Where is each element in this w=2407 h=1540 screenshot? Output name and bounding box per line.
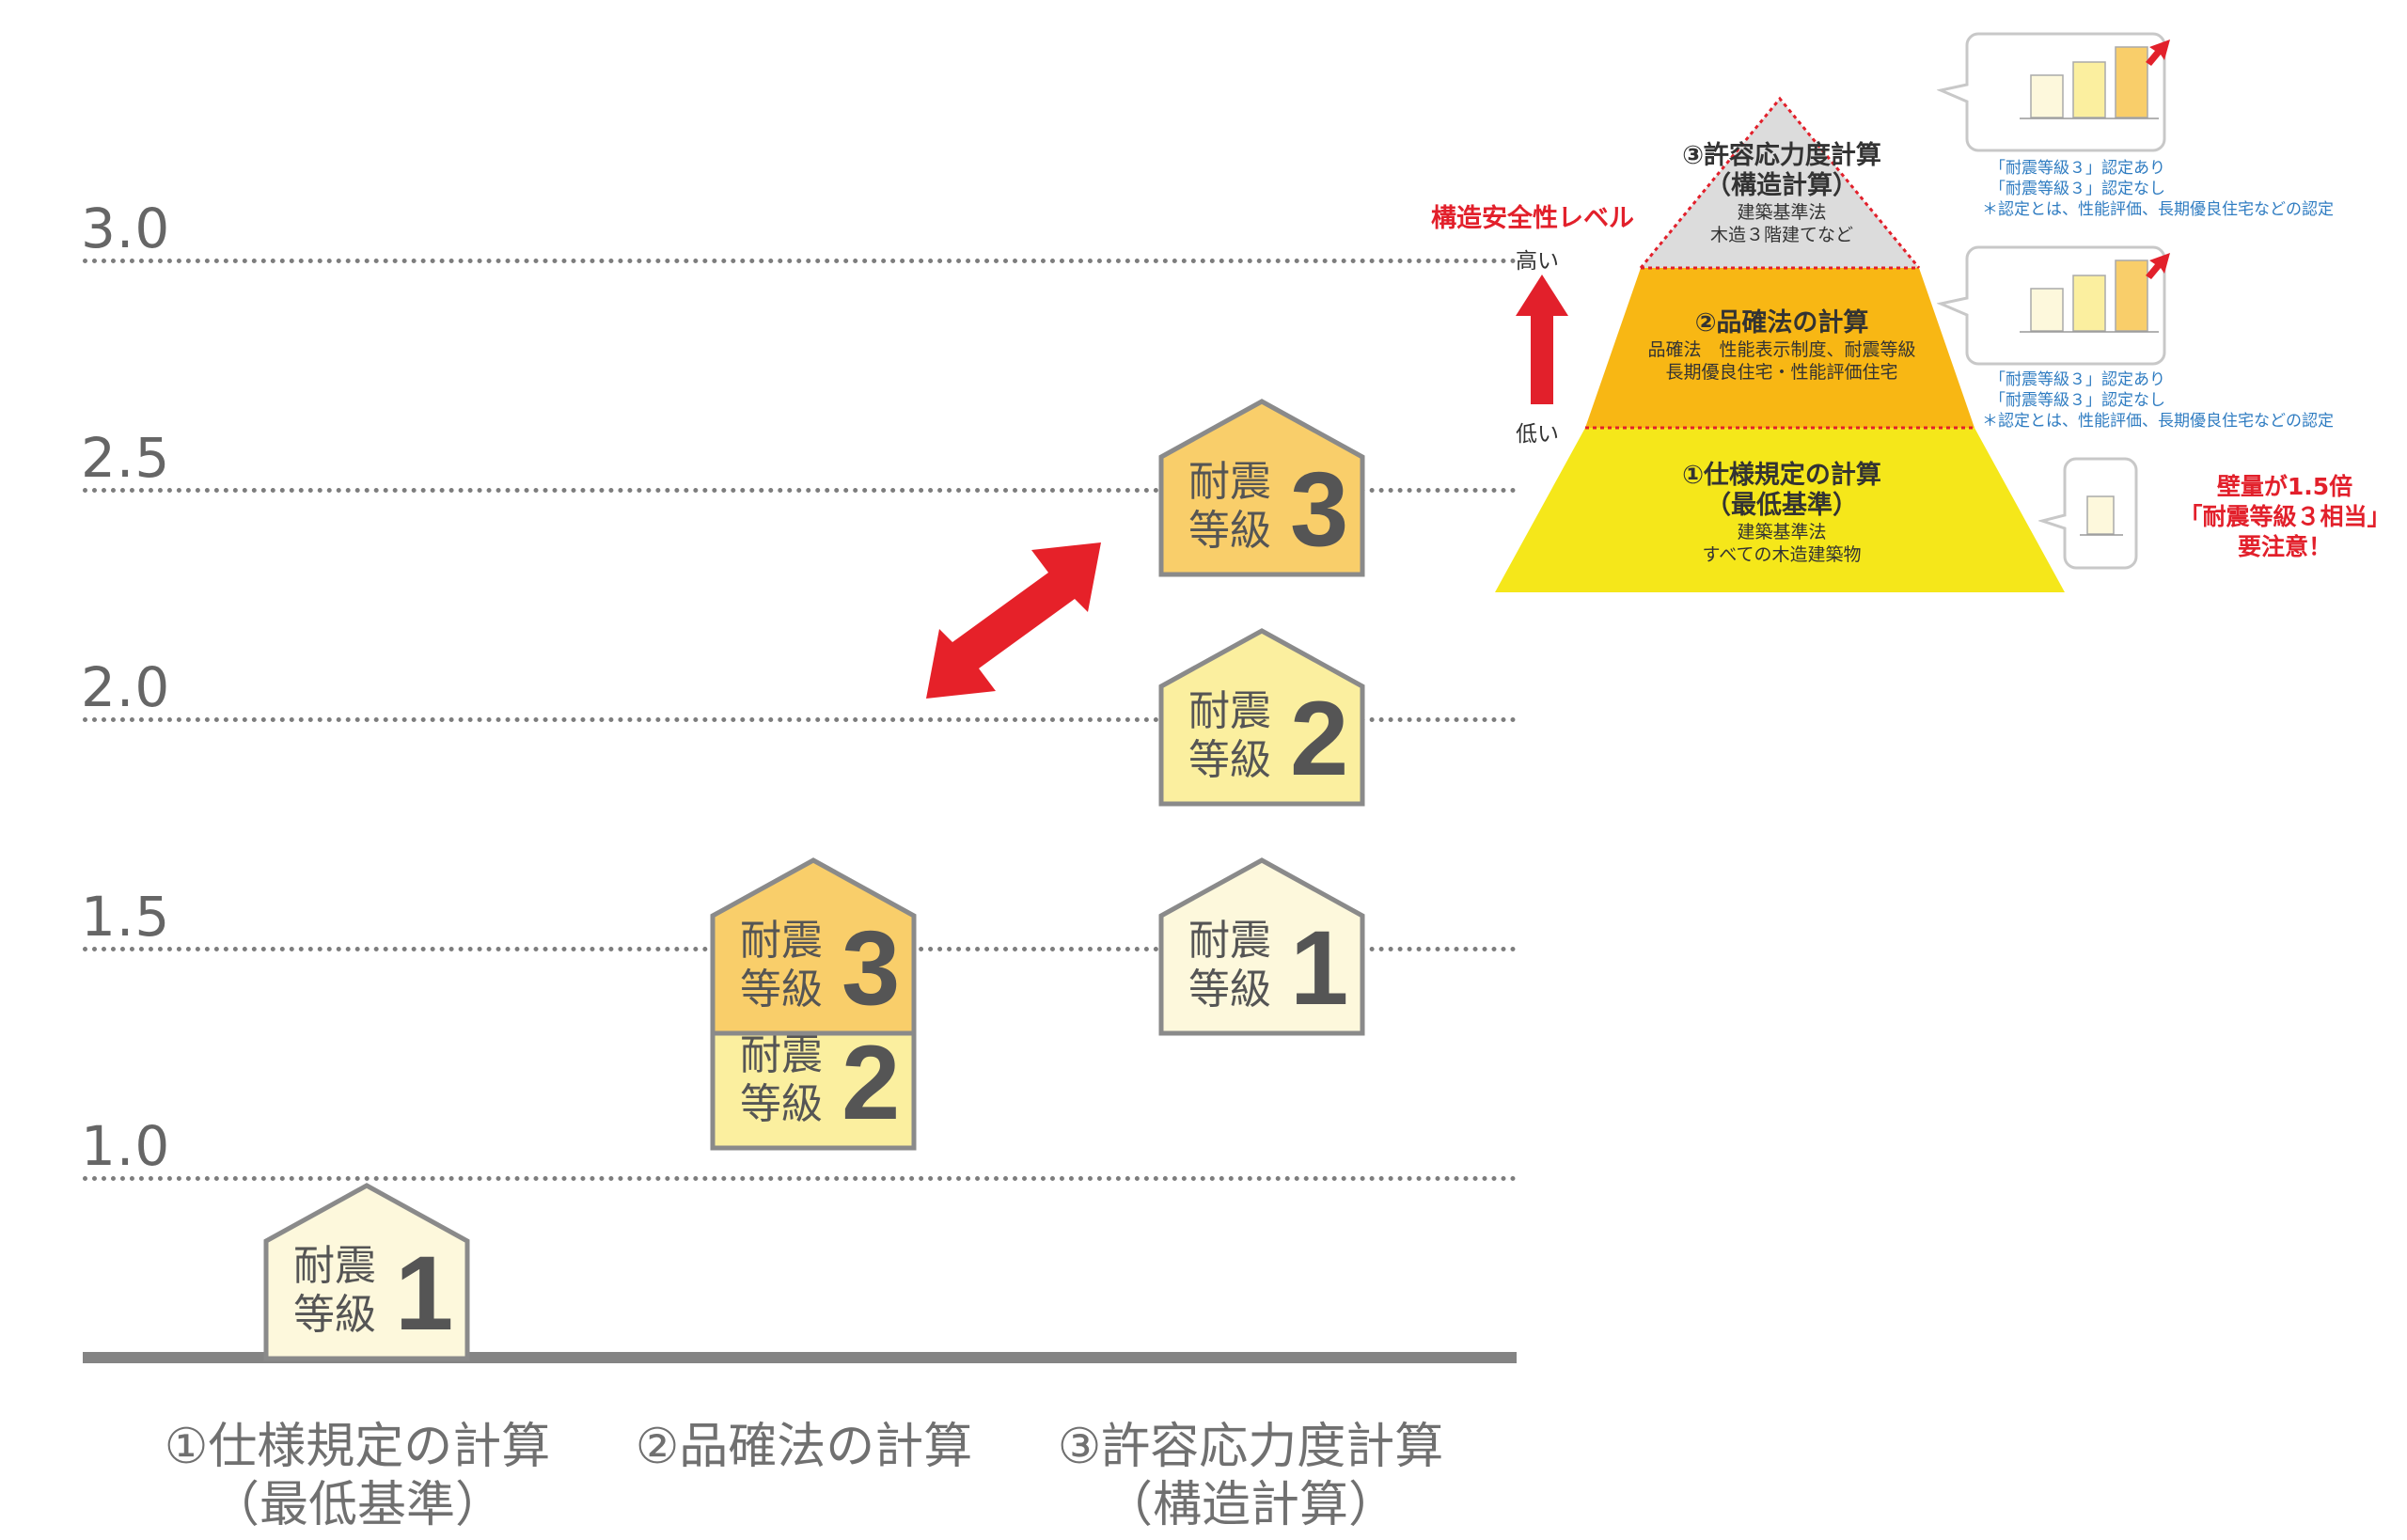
pyramid-tier-bottom: ①仕様規定の計算 （最低基準） 建築基準法 すべての木造建築物 — [1627, 461, 1937, 566]
safety-level-label: 構造安全性レベル — [1431, 204, 1634, 233]
note-line: 「耐震等級３」認定なし — [1990, 180, 2165, 198]
bubble-note: 「耐震等級３」認定あり 「耐震等級３」認定なし ＊認定とは、性能評価、長期優良住… — [1982, 158, 2334, 220]
gridline — [83, 1176, 1517, 1181]
house-label-bottom: 等級 — [1188, 966, 1271, 1014]
tier-title: （最低基準） — [1706, 491, 1858, 520]
house-grade-number: 3 — [842, 909, 901, 1027]
category-label-line2: （構造計算） — [1103, 1477, 1397, 1533]
house-shape — [1158, 857, 1365, 1036]
bubble-note: 「耐震等級３」認定あり 「耐震等級３」認定なし ＊認定とは、性能評価、長期優良住… — [1982, 369, 2334, 432]
house-shape — [1158, 628, 1365, 807]
house-shape — [710, 857, 917, 1036]
y-tick-label: 1.5 — [81, 885, 171, 949]
house-grade-number: 2 — [842, 1024, 901, 1141]
warning-line: 「耐震等級３相当」 — [2179, 503, 2391, 530]
house-grade-number: 3 — [1290, 450, 1349, 568]
house-shape — [263, 1183, 470, 1361]
tier-title: ①仕様規定の計算 — [1682, 461, 1881, 490]
speech-bubble — [1937, 245, 2170, 366]
house-label-bottom: 等級 — [1188, 736, 1271, 784]
tier-sub: 建築基準法 — [1737, 522, 1827, 542]
pyramid-tier-middle: ②品確法の計算 品確法 性能表示制度、耐震等級 長期優良住宅・性能評価住宅 — [1627, 308, 1937, 384]
category-label-line2: （最低基準） — [210, 1477, 504, 1533]
double-arrow-icon — [926, 542, 1101, 699]
house-label-top: 耐震 — [1188, 458, 1271, 506]
speech-bubble — [1937, 32, 2170, 152]
speech-bubble — [2038, 457, 2138, 570]
warning-line: 要注意！ — [2237, 533, 2332, 560]
house-mark-grade-3: 耐震等級 3 — [1158, 399, 1365, 577]
y-tick-label: 2.5 — [81, 426, 171, 490]
house-shape — [1158, 399, 1365, 577]
y-tick-label: 2.0 — [81, 655, 171, 719]
category-label-line1: ②品確法の計算 — [635, 1419, 973, 1475]
house-grade-number: 1 — [1290, 909, 1349, 1027]
house-label-top: 耐震 — [740, 1031, 823, 1079]
up-arrow-icon — [1516, 275, 1568, 404]
house-label-top: 耐震 — [293, 1242, 376, 1290]
note-line: 「耐震等級３」認定なし — [1990, 391, 2165, 410]
house-mark-grade-1: 耐震等級 1 — [1158, 857, 1365, 1036]
tier-sub: 品確法 性能表示制度、耐震等級 — [1647, 339, 1916, 360]
tier-title: ②品確法の計算 — [1694, 308, 1869, 338]
tier-title: （構造計算） — [1706, 171, 1858, 200]
warning-note: 壁量が1.5倍 「耐震等級３相当」 要注意！ — [2163, 472, 2407, 562]
note-line: 「耐震等級３」認定あり — [1990, 159, 2165, 178]
house-mark-grade-2: 耐震等級 2 — [1158, 628, 1365, 807]
pyramid-shape — [1495, 96, 2065, 592]
tier-sub: 木造３階建てなど — [1709, 225, 1853, 245]
note-line: ＊認定とは、性能評価、長期優良住宅などの認定 — [1982, 412, 2334, 431]
house-grade-number: 2 — [1290, 680, 1349, 797]
category-label: ③許容応力度計算 （構造計算） — [1044, 1418, 1457, 1534]
tier-sub: すべての木造建築物 — [1702, 544, 1862, 565]
gridline — [83, 259, 1517, 263]
house-label-top: 耐震 — [1188, 917, 1271, 965]
tier-sub: 長期優良住宅・性能評価住宅 — [1665, 362, 1898, 383]
y-tick-label: 3.0 — [81, 196, 171, 260]
high-label: 高い — [1516, 249, 1559, 274]
house-grade-number: 1 — [395, 1234, 454, 1352]
gridline — [83, 717, 1517, 722]
house-label-bottom: 等級 — [740, 966, 823, 1014]
pyramid-tier-top: ③許容応力度計算 （構造計算） 建築基準法 木造３階建てなど — [1627, 141, 1937, 246]
category-label: ①仕様規定の計算 （最低基準） — [150, 1418, 564, 1534]
house-mark-grade-1: 耐震等級 1 — [263, 1183, 470, 1361]
house-label-top: 耐震 — [740, 917, 823, 965]
house-label-bottom: 等級 — [740, 1080, 823, 1128]
category-label: ②品確法の計算 — [616, 1418, 992, 1476]
category-label-line1: ①仕様規定の計算 — [164, 1419, 551, 1475]
house-label-top: 耐震 — [1188, 687, 1271, 735]
y-tick-label: 1.0 — [81, 1114, 171, 1178]
house-label-bottom: 等級 — [293, 1291, 376, 1339]
tier-sub: 建築基準法 — [1737, 202, 1827, 223]
low-label: 低い — [1516, 422, 1559, 447]
house-mark-grade-3: 耐震等級 3 — [710, 857, 917, 1036]
note-line: ＊認定とは、性能評価、長期優良住宅などの認定 — [1982, 200, 2334, 219]
tier-title: ③許容応力度計算 — [1682, 141, 1881, 170]
gridline — [83, 488, 1517, 493]
note-line: 「耐震等級３」認定あり — [1990, 370, 2165, 389]
category-label-line1: ③許容応力度計算 — [1057, 1419, 1444, 1475]
warning-line: 壁量が1.5倍 — [2216, 473, 2353, 500]
house-label-bottom: 等級 — [1188, 507, 1271, 555]
